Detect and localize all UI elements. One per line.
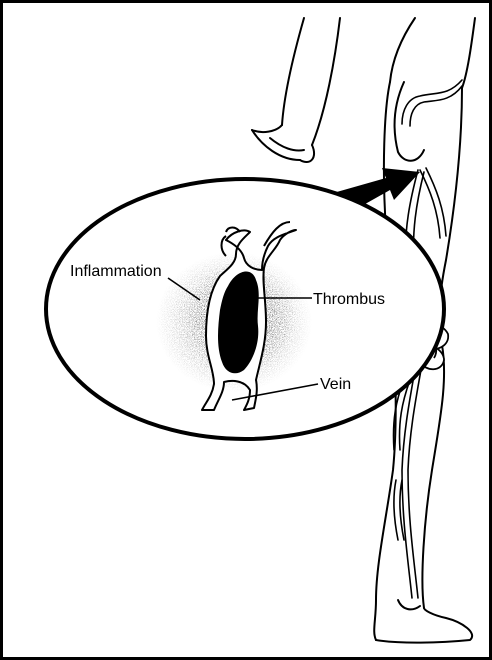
magnified-view: Inflammation Thrombus Vein: [46, 179, 444, 439]
label-thrombus: Thrombus: [313, 291, 385, 308]
label-inflammation: Inflammation: [70, 263, 162, 280]
label-vein: Vein: [320, 376, 351, 393]
